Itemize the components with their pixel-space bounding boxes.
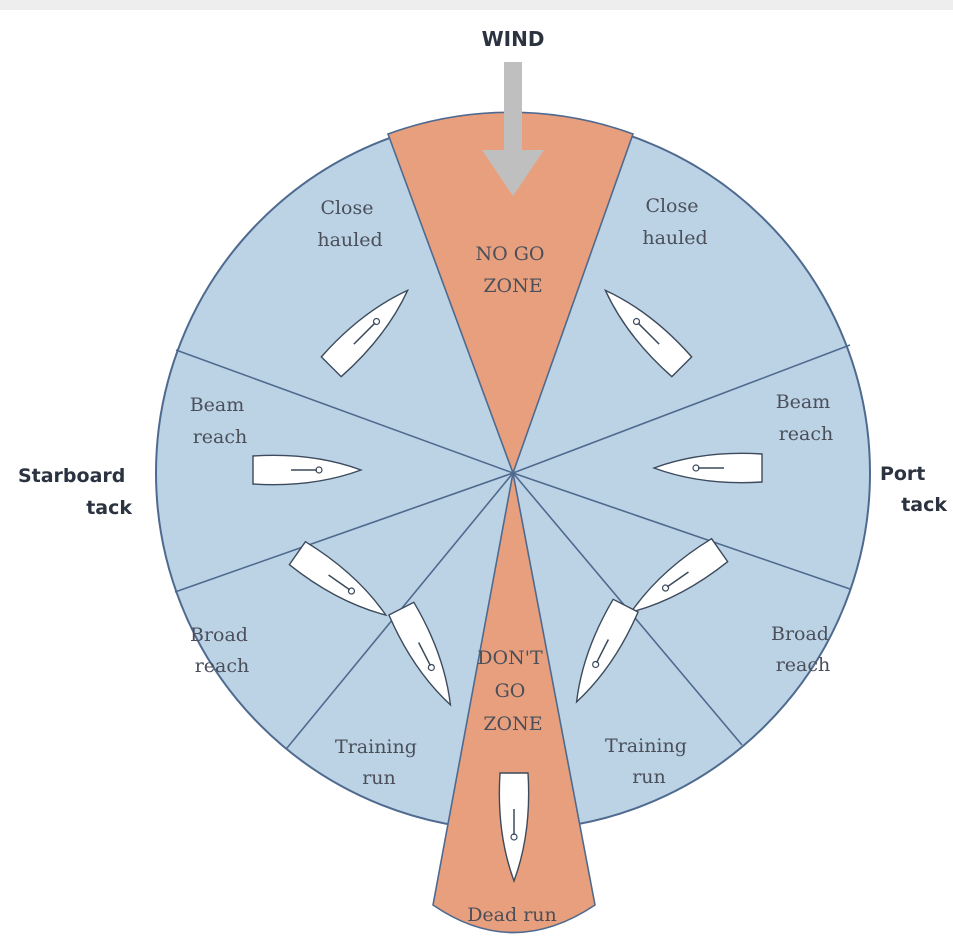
beam-reach-left-label: Beam reach	[190, 394, 251, 448]
boat-close-hauled-right	[594, 279, 693, 378]
boat-beam-reach-right	[653, 452, 763, 484]
close-hauled-left-label: Close hauled	[317, 197, 382, 251]
boat-training-run-right	[562, 598, 640, 710]
beam-reach-right-label: Beam reach	[776, 391, 837, 445]
training-run-right-label: Training run	[605, 735, 693, 788]
training-run-left-label: Training run	[335, 736, 423, 789]
broad-reach-left-label: Broad reach	[190, 624, 254, 677]
port-tack-label: Port tack	[880, 463, 947, 516]
boat-broad-reach-right	[622, 537, 729, 625]
wind-arrow-icon	[482, 62, 544, 196]
boat-beam-reach-left	[252, 454, 362, 486]
broad-reach-right-label: Broad reach	[771, 623, 835, 676]
boat-training-run-left	[387, 601, 465, 713]
wind-label: WIND	[482, 27, 545, 51]
no-go-zone-label: NO GO ZONE	[475, 243, 550, 297]
top-strip	[0, 0, 953, 10]
dead-run-label: Dead run	[467, 904, 557, 926]
dont-go-zone-label: DON'T GO ZONE	[477, 647, 548, 735]
close-hauled-right-label: Close hauled	[642, 195, 707, 249]
dont-go-zone	[432, 472, 596, 934]
starboard-tack-label: Starboard tack	[18, 465, 132, 519]
boat-dead-run	[498, 772, 530, 882]
boat-broad-reach-left	[288, 540, 395, 628]
boat-close-hauled-left	[320, 279, 419, 378]
